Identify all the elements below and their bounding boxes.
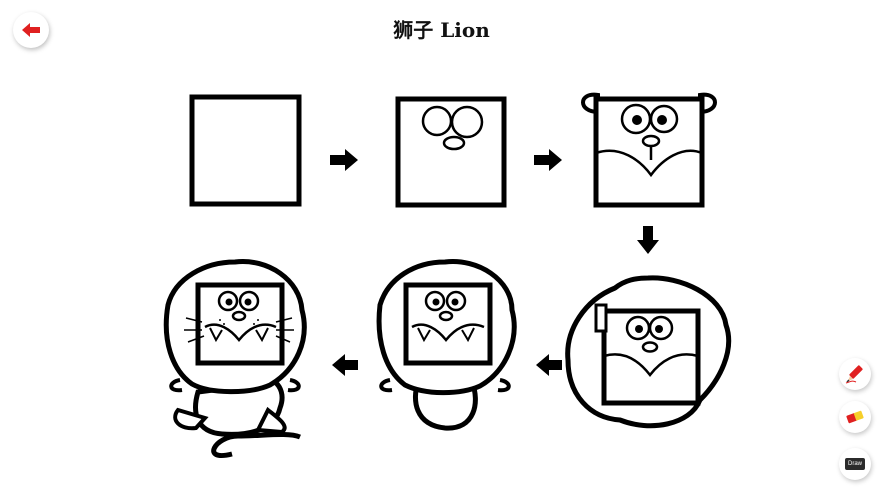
step-6-final-lion: [163, 259, 307, 458]
arrow-left-2: [332, 354, 358, 376]
eraser-icon: [846, 410, 864, 424]
step-1-square: [189, 94, 302, 207]
arrow-down: [637, 226, 659, 254]
draw-label: Draw: [844, 458, 865, 470]
arrow-left-1: [536, 354, 562, 376]
back-button[interactable]: [13, 12, 49, 48]
eraser-tool-button[interactable]: [839, 401, 871, 433]
pencil-icon: [845, 365, 863, 384]
step-3-face-ears: [581, 92, 717, 208]
step-5-lion-body: [376, 259, 517, 431]
step-4-mane: [565, 275, 732, 429]
step-2-square-eyes-nose: [395, 96, 507, 208]
pencil-tool-button[interactable]: [839, 358, 871, 390]
arrow-left-icon: [22, 23, 40, 37]
draw-board-button[interactable]: Draw: [839, 448, 871, 480]
arrow-right-2: [534, 149, 562, 171]
arrow-right-1: [330, 149, 358, 171]
page-title: 狮子 Lion: [393, 18, 490, 42]
